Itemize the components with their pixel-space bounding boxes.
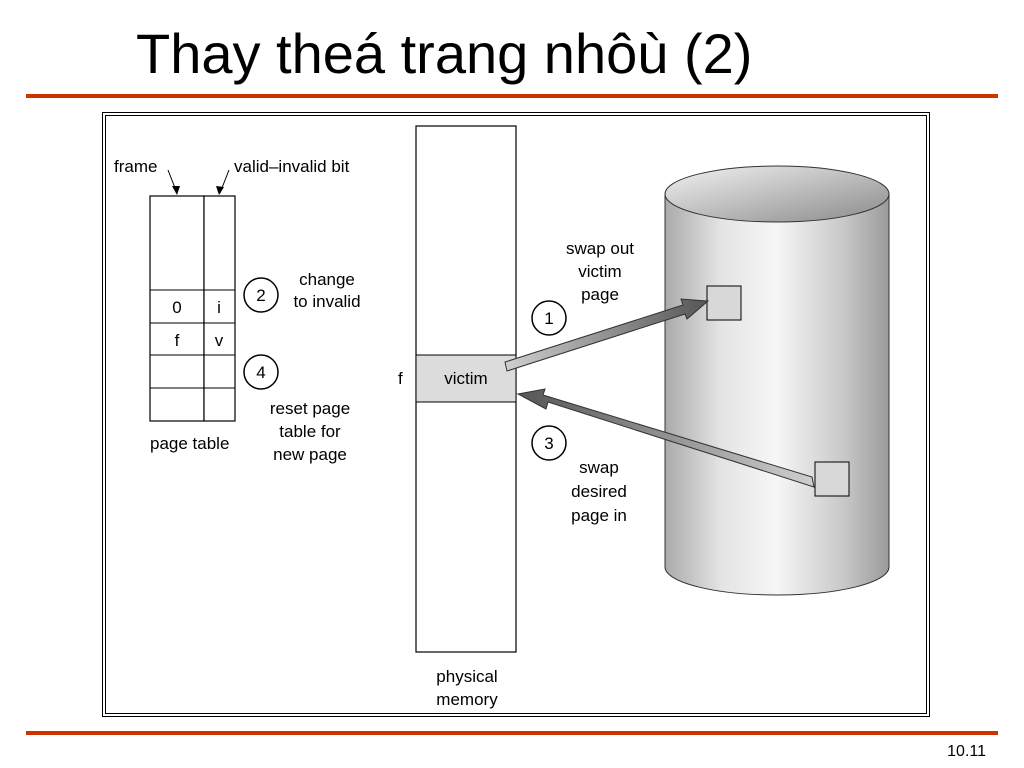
bit-pointer-arrowhead (216, 186, 224, 195)
step-3-badge (531, 425, 567, 461)
step-4-number: 4 (256, 363, 265, 382)
page-table-bit-cell: i (217, 298, 221, 317)
disk-body (664, 193, 890, 596)
step-1-label-line: swap out (566, 239, 634, 258)
page-table-frame-cell: f (175, 331, 180, 350)
title-divider (26, 94, 998, 98)
figure-frame (102, 112, 930, 717)
step-4: 4 reset page table for new page (243, 354, 350, 464)
swapped-out-page (706, 285, 742, 321)
step-3-label-line: page in (571, 506, 627, 525)
step-2-label-line: to invalid (293, 292, 360, 311)
step-1-label-line: victim (578, 262, 621, 281)
step-4-label-line: reset page (270, 399, 350, 418)
desired-page (814, 461, 850, 497)
step-1: 1 swap out victim page (531, 239, 634, 336)
page-table-frame-column (149, 195, 205, 422)
page-table-frame-cell: 0 (172, 298, 181, 317)
step-4-label-line: new page (273, 445, 347, 464)
swap-out-arrow (504, 298, 710, 372)
step-1-label-line: page (581, 285, 619, 304)
page-table-bit-cell: v (215, 331, 224, 350)
physical-memory: victim f physical memory (398, 125, 517, 709)
physical-memory-caption-line: memory (436, 690, 498, 709)
step-4-label-line: table for (279, 422, 341, 441)
frame-pointer-arrowhead (172, 186, 180, 195)
step-1-number: 1 (544, 309, 553, 328)
page-table-caption: page table (150, 434, 229, 453)
swap-in-arrow (516, 388, 815, 488)
step-1-badge (531, 300, 567, 336)
step-3-label-line: desired (571, 482, 627, 501)
step-3-label-line: swap (579, 458, 619, 477)
step-3-number: 3 (544, 434, 553, 453)
step-2: 2 change to invalid (243, 270, 361, 313)
physical-memory-caption-line: physical (436, 667, 497, 686)
memory-frame-label: f (398, 369, 403, 388)
page-table-bit-column (203, 195, 236, 422)
valid-invalid-label: valid–invalid bit (234, 157, 350, 176)
victim-frame (415, 354, 517, 403)
disk-top (664, 165, 890, 223)
frame-label: frame (114, 157, 157, 176)
slide-title: Thay theá trang nhôù (2) (136, 22, 753, 85)
backing-store-disk (664, 165, 890, 596)
step-3: 3 swap desired page in (531, 425, 627, 525)
step-2-label-line: change (299, 270, 355, 289)
page-number: 10.11 (947, 743, 986, 760)
victim-label: victim (444, 369, 487, 388)
footer-divider (26, 731, 998, 735)
step-2-number: 2 (256, 286, 265, 305)
page-table: frame valid–invalid bit 0 i f v page tab… (114, 157, 350, 453)
step-2-badge (243, 277, 279, 313)
step-4-badge (243, 354, 279, 390)
